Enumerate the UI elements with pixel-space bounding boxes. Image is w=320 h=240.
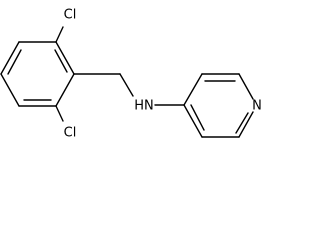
double-bond-inner <box>190 104 205 131</box>
bond <box>55 41 75 75</box>
nh-label: HN <box>134 99 154 114</box>
bond-to-chlorine-top <box>55 26 64 43</box>
chlorine-top-label: Cl <box>64 8 77 23</box>
bond <box>0 41 20 75</box>
dichlorobenzene-ring <box>0 41 75 107</box>
bond-to-chlorine-bottom <box>55 105 64 122</box>
bond <box>238 111 254 138</box>
pyridine-nitrogen-label: N <box>252 99 262 114</box>
double-bond-inner <box>7 49 22 75</box>
chlorine-bottom-label: Cl <box>64 126 77 141</box>
double-bond-inner <box>54 49 68 73</box>
bond <box>183 73 203 106</box>
chemical-structure: Cl Cl HN N <box>0 8 262 141</box>
bond-to-nh <box>119 73 134 97</box>
bond <box>0 73 20 107</box>
bond <box>238 73 254 100</box>
bond <box>183 104 203 138</box>
double-bond-inner <box>235 112 249 134</box>
pyridine-ring <box>183 73 254 138</box>
bond <box>55 73 75 107</box>
